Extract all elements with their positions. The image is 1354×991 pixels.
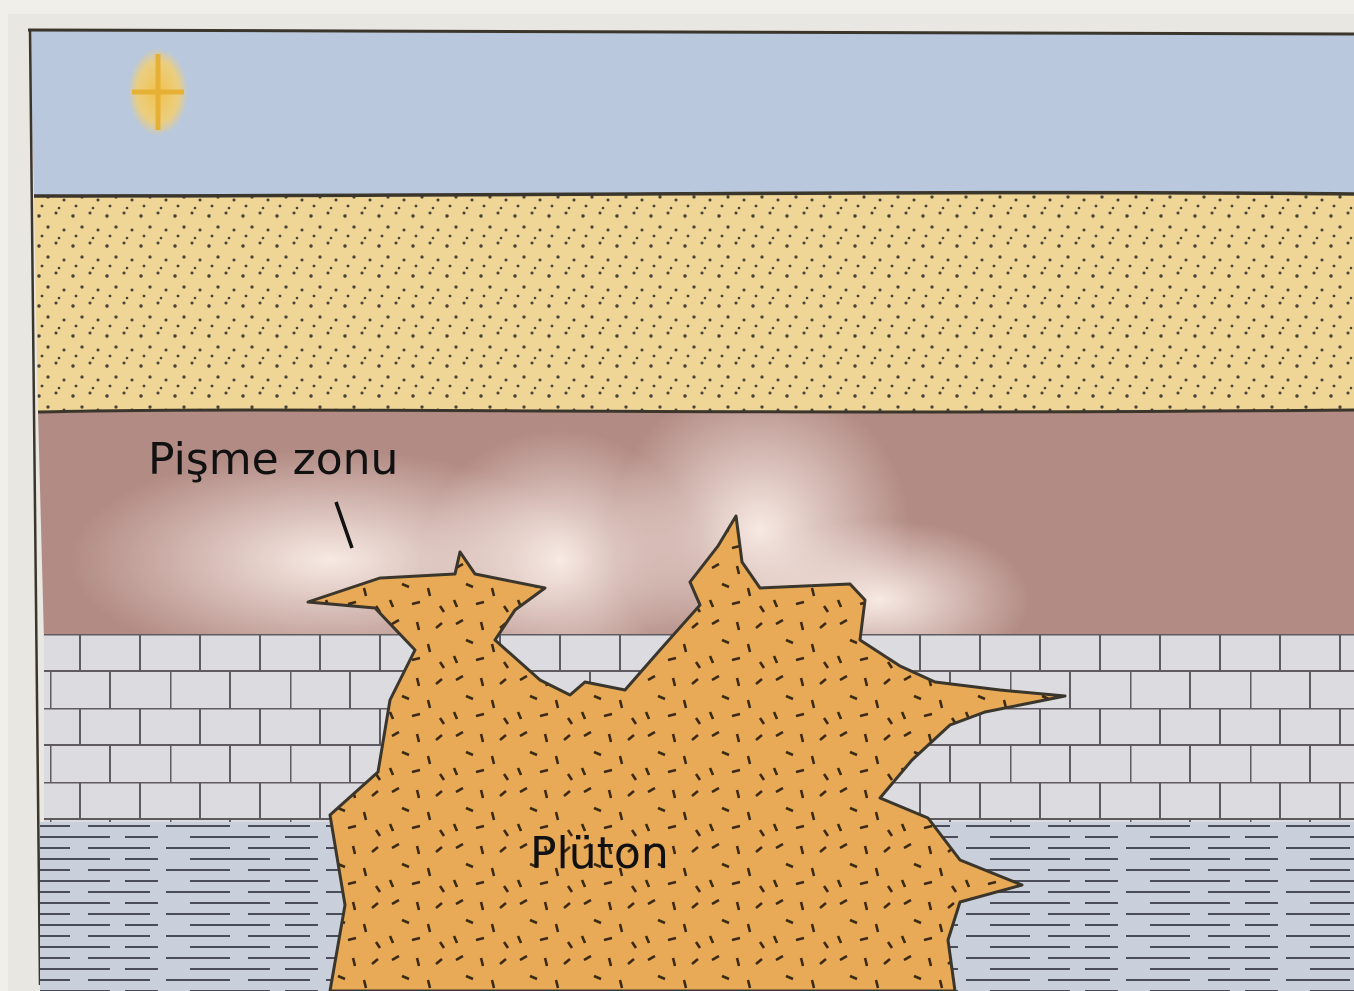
sky-layer <box>30 30 1354 196</box>
contact-zone-label: Pişme zonu <box>148 434 398 485</box>
sun-icon <box>128 48 188 136</box>
pluton-label: Plüton <box>530 828 669 879</box>
